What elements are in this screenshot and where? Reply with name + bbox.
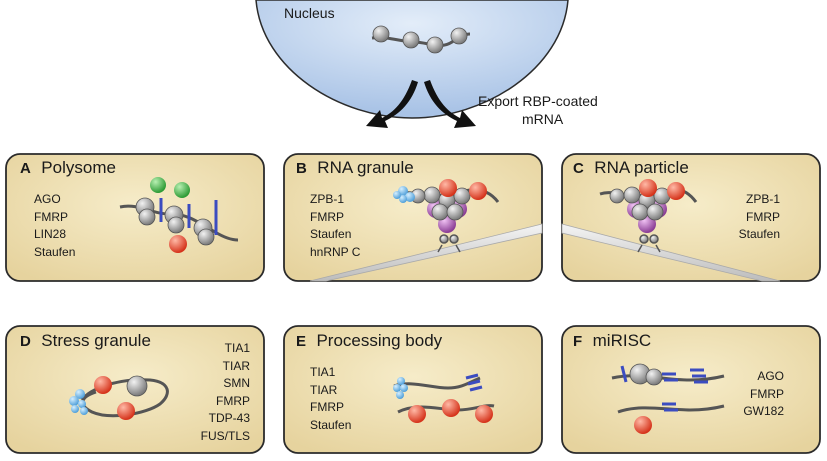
- protein-label: Staufen: [310, 417, 352, 432]
- protein-label: TIAR: [222, 358, 250, 373]
- protein-label: ZPB-1: [310, 192, 345, 206]
- rna-granule-illustration: [309, 179, 543, 282]
- protein-label: LIN28: [34, 227, 67, 241]
- motor-protein: [437, 234, 461, 253]
- protein-label: Staufen: [738, 227, 780, 241]
- panel-f-header: F miRISC: [573, 331, 651, 351]
- panel-e-box: [283, 325, 543, 454]
- panel-a-header: A Polysome: [20, 158, 116, 178]
- red-protein: [169, 235, 187, 253]
- protein-label: SMN: [223, 376, 250, 390]
- panel-letter: F: [573, 333, 583, 350]
- panel-d-proteins: TIA1 TIAR SMN FMRP TDP-43 FUS/TLS: [186, 340, 250, 445]
- protein-label: FUS/TLS: [200, 428, 250, 443]
- nucleus-shape: [255, 0, 569, 119]
- protein-label: FMRP: [216, 393, 250, 408]
- panel-e-proteins: TIA1 TIAR FMRP Staufen: [310, 364, 351, 434]
- cytoskeleton-track: [561, 223, 781, 282]
- panel-f-proteins: AGO FMRP GW182: [726, 368, 784, 421]
- protein-label: TIA1: [310, 365, 336, 379]
- polysome-illustration: [119, 177, 239, 253]
- panel-a-box: [5, 153, 265, 282]
- panel-a-proteins: AGO FMRP LIN28 Staufen: [34, 191, 75, 261]
- protein-label: FMRP: [750, 386, 784, 401]
- protein-label: FMRP: [310, 400, 344, 414]
- protein-label: FMRP: [746, 209, 780, 224]
- mirisc-illustration: [611, 363, 725, 434]
- panel-letter: A: [20, 160, 31, 177]
- panel-title: RNA granule: [317, 158, 414, 177]
- protein-label: Staufen: [310, 227, 352, 241]
- protein-label: TDP-43: [208, 411, 250, 425]
- export-label: Export RBP-coated mRNA: [478, 92, 628, 128]
- stress-granule-illustration: [69, 375, 169, 420]
- rna-particle-illustration: [561, 179, 781, 282]
- panel-e-header: E Processing body: [296, 331, 442, 351]
- protein-label: FMRP: [34, 209, 68, 224]
- protein-label: hnRNP C: [310, 244, 361, 259]
- panel-letter: E: [296, 333, 307, 350]
- panel-c-box: [561, 153, 821, 282]
- protein-label: FMRP: [310, 209, 344, 224]
- protein-label: GW182: [743, 404, 784, 418]
- panel-title: Processing body: [316, 331, 443, 350]
- green-protein: [174, 182, 190, 198]
- panel-letter: C: [573, 160, 584, 177]
- protein-label: TIAR: [310, 382, 338, 397]
- protein-label: ZPB-1: [745, 192, 780, 206]
- panel-letter: B: [296, 160, 307, 177]
- protein-label: Staufen: [34, 244, 76, 259]
- panel-f-box: [561, 325, 821, 454]
- protein-label: AGO: [34, 192, 61, 206]
- panel-title: RNA particle: [594, 158, 689, 177]
- cytoskeleton-track: [309, 223, 543, 282]
- panel-c-proteins: ZPB-1 FMRP Staufen: [722, 191, 780, 244]
- protein-label: TIA1: [224, 341, 250, 355]
- panel-letter: D: [20, 333, 31, 350]
- nuclear-mrna: [371, 25, 471, 54]
- protein-label: AGO: [757, 369, 784, 383]
- panel-c-header: C RNA particle: [573, 158, 689, 178]
- panel-b-header: B RNA granule: [296, 158, 414, 178]
- export-label-line2: mRNA: [522, 111, 564, 127]
- export-label-line1: Export RBP-coated: [478, 93, 598, 109]
- nucleus-label: Nucleus: [284, 5, 335, 21]
- panel-title: Stress granule: [41, 331, 151, 350]
- processing-body-illustration: [393, 373, 495, 423]
- panel-title: Polysome: [41, 158, 116, 177]
- green-protein: [150, 177, 166, 193]
- panel-d-header: D Stress granule: [20, 331, 151, 351]
- motor-protein: [637, 234, 661, 253]
- export-arrows: [366, 80, 476, 128]
- panel-b-proteins: ZPB-1 FMRP Staufen hnRNP C: [310, 191, 360, 261]
- panel-title: miRISC: [592, 331, 652, 350]
